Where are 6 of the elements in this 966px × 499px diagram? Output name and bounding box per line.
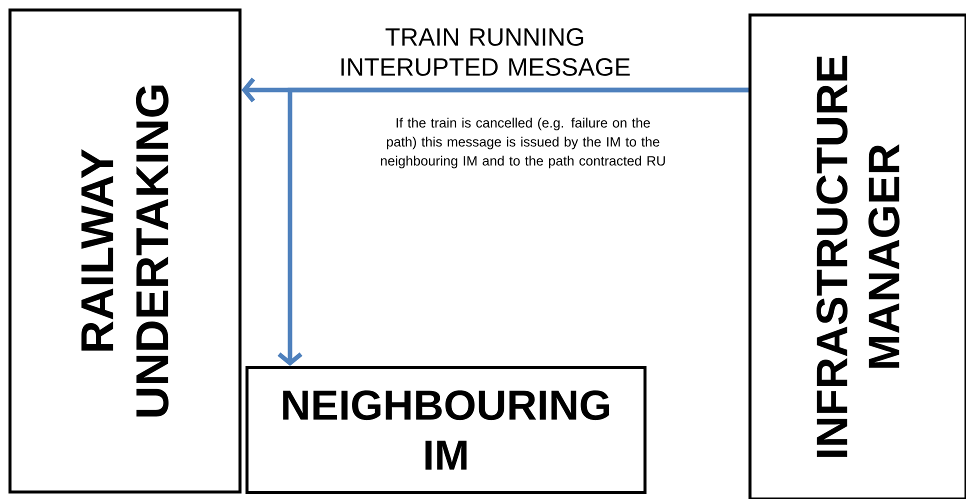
text-box: NEIGHBOURING IM <box>246 366 646 494</box>
text-box: INFRASTRUCTURE MANAGER <box>748 14 966 499</box>
note-text: If the train is cancelled (e.g. failure on the path) this message is issued by the IM to the neighbouring IM and to the path contracted RU <box>380 118 665 168</box>
arrow <box>278 88 748 366</box>
text-box: RAILWAY UNDERTAKING <box>8 8 242 494</box>
edge-label: TRAIN RUNNING INTERUPTED MESSAGE <box>341 28 630 76</box>
